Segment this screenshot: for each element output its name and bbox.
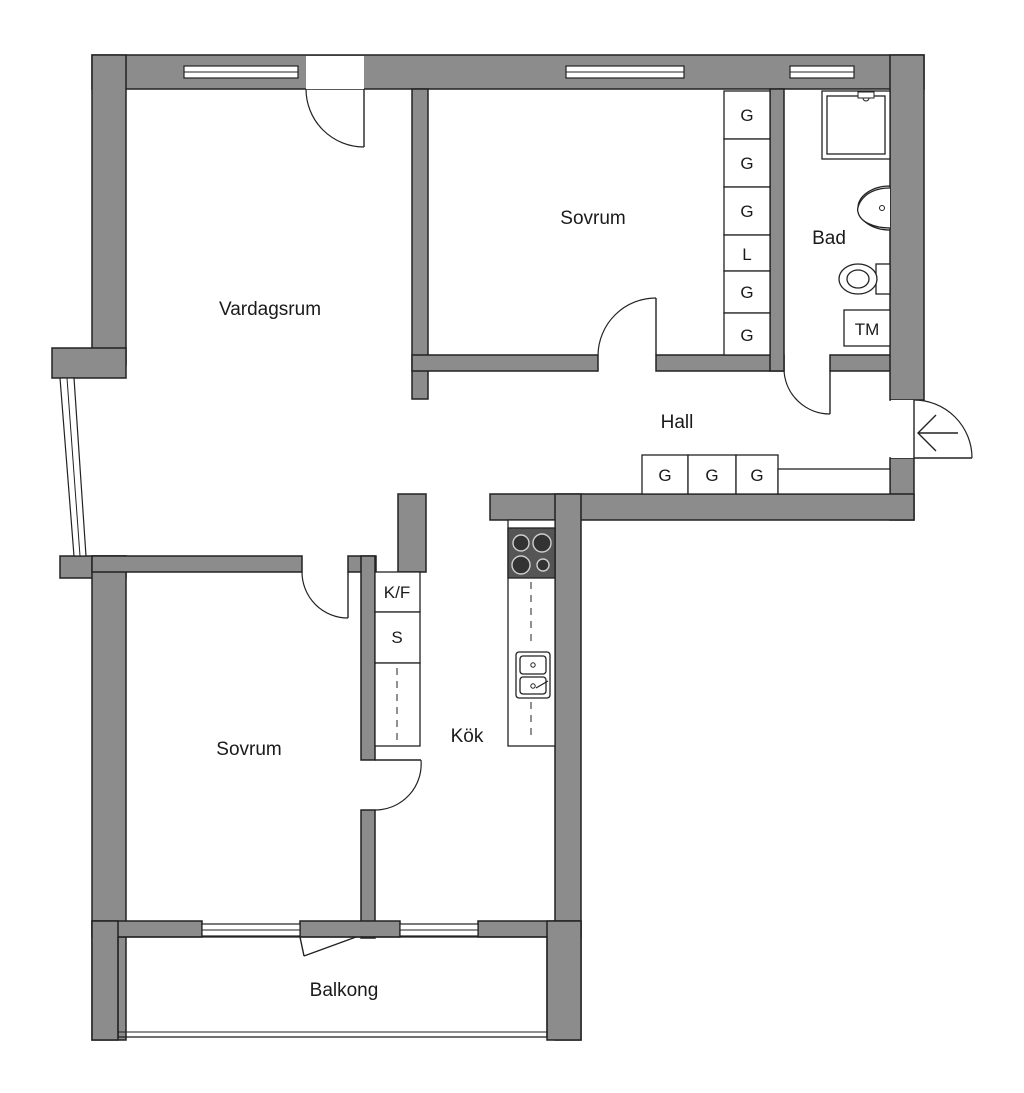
window-bath: [789, 65, 855, 79]
room-label-balcony: Balkong: [310, 980, 379, 1001]
room-label-living: Vardagsrum: [219, 299, 321, 320]
door-bedroom-top: [597, 297, 657, 356]
bedroom-wardrobe: G: [723, 90, 771, 140]
door-bedroom-bottom: [301, 571, 349, 619]
bedroom-wardrobe-label: G: [740, 154, 753, 173]
bedroom-linen-cabinet: L: [723, 234, 771, 272]
window-bedroom-bottom: [201, 923, 301, 937]
bedroom-wardrobe: G: [723, 270, 771, 314]
bedroom-wardrobe-label: G: [740, 283, 753, 302]
bedroom-wardrobe: G: [723, 186, 771, 236]
walls: [51, 54, 925, 1041]
kitchen-fixtures: K/F S: [374, 519, 556, 747]
kitchen-sink: [515, 651, 551, 699]
hall-wardrobes: G G G: [641, 454, 891, 495]
hall-wardrobe-label: G: [750, 466, 763, 485]
bedroom-wardrobe: G: [723, 138, 771, 188]
room-label-hall: Hall: [661, 412, 694, 433]
wall-balcony-right: [546, 920, 582, 1041]
washing-machine: TM: [843, 309, 891, 347]
wall-hall-bottom: [489, 493, 915, 521]
wall-bedroom-kitchen-b: [360, 809, 376, 939]
wall-bedroom-top-bottom-b: [655, 354, 785, 372]
hall-wardrobe-label: G: [705, 466, 718, 485]
hall-wardrobe: G: [641, 454, 689, 495]
room-label-bath: Bad: [812, 228, 846, 249]
bedroom-wardrobe-label: G: [740, 326, 753, 345]
wall-bedroom-top-bottom-a: [411, 354, 599, 372]
room-label-bedroom-bottom: Sovrum: [216, 739, 281, 760]
room-labels: Vardagsrum Sovrum Bad Hall Sovrum Kök Ba…: [216, 208, 846, 1001]
hob-ring-icon: [532, 533, 552, 553]
wall-bottom-b: [299, 920, 401, 938]
hall-wardrobe: G: [735, 454, 779, 495]
door-balcony: [299, 936, 357, 957]
door-entrance: [891, 399, 973, 459]
wall-living-bedroom: [91, 555, 303, 573]
window-bedroom-top: [565, 65, 685, 79]
hob-ring-icon: [511, 555, 531, 575]
wall-living-bedroom-top: [411, 88, 429, 400]
hob-ring-icon: [512, 534, 530, 552]
wall-right-upper: [889, 54, 925, 401]
toilet: [838, 263, 891, 295]
kitchen-cabinet: S: [374, 611, 421, 664]
bedroom-wardrobes: G G G L G G: [723, 90, 771, 356]
window-living-top: [183, 65, 299, 79]
door-kitchen: [374, 759, 422, 811]
hob-ring-icon: [536, 558, 550, 572]
washbasin: [857, 185, 891, 231]
doors: [299, 56, 973, 957]
bath-fixtures: TM: [821, 90, 891, 347]
windows: [59, 65, 855, 937]
washing-machine-label: TM: [855, 320, 880, 339]
wall-bedroom-kitchen-a: [360, 555, 376, 761]
wall-left-upper: [91, 54, 127, 366]
shower: [821, 90, 891, 160]
door-bath: [783, 370, 831, 415]
stove: [507, 527, 556, 579]
hall-wardrobe: G: [687, 454, 737, 495]
wall-left-bay-top: [51, 347, 127, 379]
door-living-balcony-top: [305, 56, 365, 148]
fridge-freezer-label: K/F: [384, 583, 410, 602]
balcony: [117, 936, 548, 1038]
window-kitchen: [399, 923, 479, 937]
wall-bath-left: [769, 88, 785, 372]
bedroom-wardrobe-label: G: [740, 106, 753, 125]
room-label-bedroom-top: Sovrum: [560, 208, 625, 229]
kitchen-counter-left: [374, 662, 421, 747]
wall-balcony-left: [91, 920, 119, 1041]
wall-kitchen-stub: [397, 493, 427, 573]
kitchen-cabinet-label: S: [391, 628, 402, 647]
room-label-kitchen: Kök: [451, 726, 484, 747]
balcony-outline: [117, 936, 548, 1038]
fridge-freezer: K/F: [374, 571, 421, 613]
window-living-bay: [59, 377, 87, 557]
bedroom-wardrobe-label: G: [740, 202, 753, 221]
hall-wardrobe-label: G: [658, 466, 671, 485]
hall-shelf: [777, 468, 891, 495]
bedroom-wardrobe: G: [723, 312, 771, 356]
bedroom-wardrobe-label: L: [742, 245, 751, 264]
